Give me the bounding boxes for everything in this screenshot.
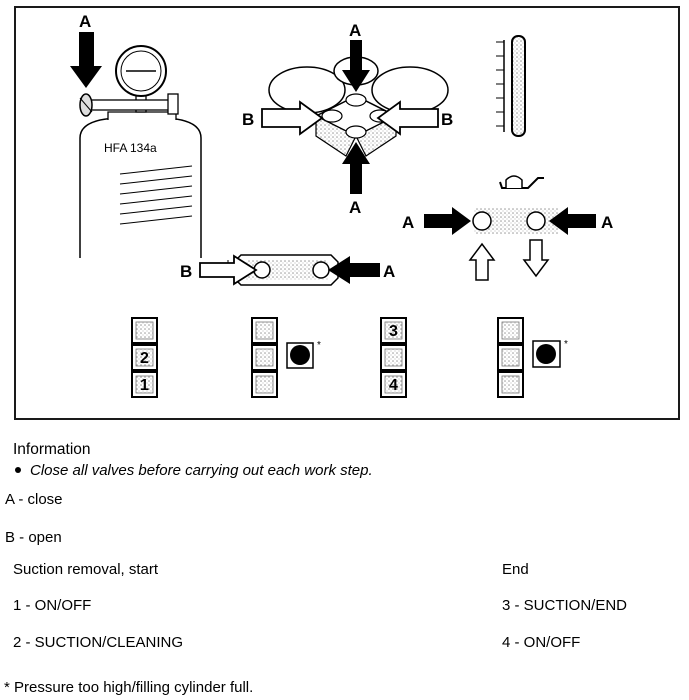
arrow-close-filter-right: A xyxy=(328,256,395,284)
step-1: 1 - ON/OFF xyxy=(13,597,92,614)
keypad-pressure-warning: * xyxy=(251,317,321,398)
information-bullet-text: Close all valves before carrying out eac… xyxy=(30,462,373,479)
arrow-open-block-right: B xyxy=(376,100,453,136)
asterisk-marker: * xyxy=(564,339,568,350)
label-b: B xyxy=(441,110,453,129)
filter-unit xyxy=(227,254,349,286)
key-number-2: 2 xyxy=(140,350,149,367)
label-a: A xyxy=(349,198,361,217)
bullet-icon xyxy=(15,467,21,474)
oil-separator xyxy=(472,175,558,234)
refrigerant-cylinder: HFA 134a xyxy=(79,111,202,258)
arrow-open-separator-up xyxy=(468,242,496,281)
label-a: A xyxy=(79,12,91,31)
label-a: A xyxy=(349,21,361,40)
valve-block xyxy=(268,56,449,157)
arrow-open-separator-down xyxy=(522,239,550,278)
information-heading: Information xyxy=(13,441,91,458)
arrow-open-block-left: B xyxy=(242,100,324,136)
arrow-close-cylinder: A xyxy=(70,12,102,88)
label-b: B xyxy=(180,262,192,281)
label-a: A xyxy=(383,262,395,281)
start-heading: Suction removal, start xyxy=(13,561,159,578)
filling-cylinder xyxy=(496,35,526,137)
legend-open: B - open xyxy=(5,529,62,546)
label-a: A xyxy=(601,213,613,232)
pressure-gauge xyxy=(81,45,179,115)
end-heading: End xyxy=(502,561,529,578)
figure-drawing: HFA 134a A A xyxy=(70,12,613,398)
footnote: * Pressure too high/filling cylinder ful… xyxy=(4,679,254,696)
key-number-1: 1 xyxy=(140,377,149,394)
arrow-close-separator-left: A xyxy=(402,207,471,235)
instruction-figure: HFA 134a A A xyxy=(14,6,680,420)
key-number-3: 3 xyxy=(389,323,398,340)
key-number-4: 4 xyxy=(389,377,398,394)
step-2: 2 - SUCTION/CLEANING xyxy=(13,634,184,651)
arrow-close-separator-right: A xyxy=(549,207,613,235)
keypad-end: 3 4 xyxy=(380,317,407,398)
arrow-close-block-top: A xyxy=(342,21,370,92)
arrow-close-block-bottom: A xyxy=(342,142,370,217)
cylinder-label: HFA 134a xyxy=(104,141,157,155)
legend-close: A - close xyxy=(5,491,63,508)
label-b: B xyxy=(242,110,254,129)
step-4: 4 - ON/OFF xyxy=(502,634,581,651)
keypad-start: 2 1 xyxy=(131,317,158,398)
arrow-open-filter-left: B xyxy=(180,254,258,286)
asterisk-marker: * xyxy=(317,340,321,351)
cylinder-valve-handwheel xyxy=(79,93,93,117)
information-bullet: Close all valves before carrying out eac… xyxy=(13,462,373,480)
keypad-pressure-warning-end: * xyxy=(497,317,568,398)
label-a: A xyxy=(402,213,414,232)
step-3: 3 - SUCTION/END xyxy=(502,597,628,614)
